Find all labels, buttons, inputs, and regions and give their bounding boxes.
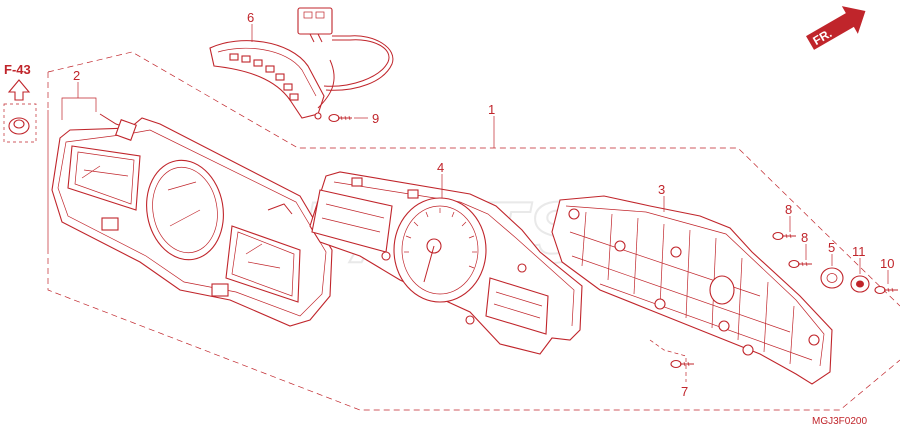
indicator-panel-part[interactable] (209, 7, 394, 120)
callout-8-upper: 8 (785, 202, 792, 217)
screw-part-8-upper[interactable] (772, 231, 796, 241)
callout-4: 4 (437, 160, 444, 175)
drawing-code: MGJ3F0200 (812, 416, 867, 427)
screw-part-9[interactable] (328, 113, 352, 123)
reference-label: F-43 (4, 62, 31, 77)
screw-part-7[interactable] (670, 359, 694, 369)
up-arrow-icon (7, 79, 31, 101)
grommet-frame (3, 103, 37, 143)
screw-part-10[interactable] (874, 285, 898, 295)
lower-case-part[interactable] (551, 195, 833, 385)
front-direction-arrow: FR. (806, 6, 866, 50)
callout-10: 10 (880, 256, 894, 271)
callout-5: 5 (828, 240, 835, 255)
screw-part-8-lower[interactable] (788, 259, 812, 269)
callouts: 1 2 3 4 5 6 7 8 8 9 10 11 (73, 10, 894, 399)
reference-f43[interactable]: F-43 (3, 62, 37, 143)
meter-unit-part[interactable] (309, 171, 583, 355)
arrow-icon (806, 6, 866, 50)
meter-visor-part[interactable] (51, 113, 333, 327)
callout-11: 11 (852, 244, 866, 259)
callout-1: 1 (488, 102, 495, 117)
callout-6: 6 (247, 10, 254, 25)
leader-lines (61, 24, 889, 382)
assembly-outline (47, 51, 900, 411)
callout-2: 2 (73, 68, 80, 83)
dial-ticks (404, 208, 477, 269)
grommet-part-11[interactable] (850, 275, 870, 293)
collar-part-5[interactable] (820, 267, 844, 289)
callout-8-lower: 8 (801, 230, 808, 245)
grommet-icon (8, 117, 30, 135)
callout-9: 9 (372, 111, 379, 126)
callout-3: 3 (658, 182, 665, 197)
callout-7: 7 (681, 384, 688, 399)
